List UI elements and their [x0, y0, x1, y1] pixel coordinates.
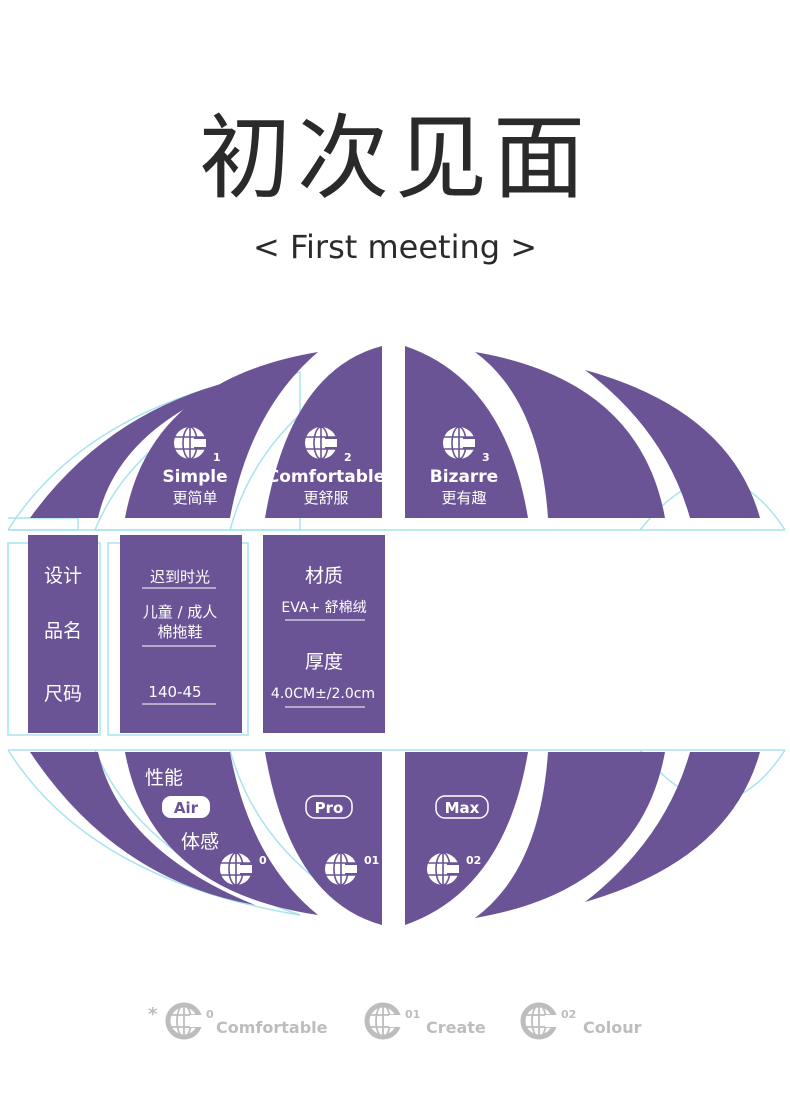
legend-text-2: Colour [583, 1018, 642, 1037]
performance-label: 性能 [145, 767, 183, 789]
legend-text-1: Create [426, 1018, 486, 1037]
top-segment-5 [475, 352, 665, 518]
spec-thickness-label: 厚度 [305, 651, 343, 673]
top-segment-2 [125, 352, 318, 518]
page-title: 初次见面 [198, 105, 591, 212]
page-subtitle: < First meeting > [252, 228, 538, 266]
spec-material-value: EVA+ 舒棉绒 [281, 599, 366, 616]
spec-size-value: 140-45 [148, 683, 201, 701]
feature-1-en: Simple [162, 467, 227, 487]
feature-2-cn: 更舒服 [303, 489, 348, 507]
legend-star: * [148, 1004, 158, 1025]
spec-thickness-value: 4.0CM±/2.0cm [271, 686, 375, 702]
legend-index-1: 01 [405, 1008, 420, 1021]
badge-max: Max [445, 799, 480, 817]
bottom-segment-3 [265, 752, 382, 925]
feature-1-index: 1 [213, 451, 221, 464]
spec-box-values [120, 535, 242, 733]
badge-max-bg [435, 795, 489, 819]
spec-name-line1: 儿童 / 成人 [143, 603, 218, 621]
perf-index-1: 01 [364, 854, 379, 867]
feature-1-cn: 更简单 [172, 489, 217, 507]
spec-material-label: 材质 [305, 565, 343, 587]
badge-pro-bg [305, 795, 353, 819]
legend-text-0: Comfortable [216, 1018, 328, 1037]
feel-label: 体感 [181, 831, 219, 853]
bottom-segment-2 [125, 752, 318, 915]
spec-box-labels [28, 535, 98, 733]
spec-label-size: 尺码 [44, 683, 82, 705]
spec-underlines [142, 587, 365, 708]
spec-box-material [263, 535, 385, 733]
perf-index-2: 02 [466, 854, 481, 867]
bottom-segments [30, 752, 760, 925]
c-logo-gray-icon [168, 1005, 204, 1037]
spec-label-name: 品名 [44, 620, 82, 642]
badge-air-bg [162, 796, 210, 818]
perf-index-0: 0 [259, 854, 267, 867]
top-segment-6 [585, 370, 760, 518]
bottom-segment-5 [475, 752, 665, 918]
badge-pro: Pro [315, 799, 344, 817]
c-logo-gray-icon [367, 1005, 403, 1037]
top-segment-1 [30, 374, 265, 518]
top-segments [30, 346, 760, 518]
feature-3-cn: 更有趣 [441, 489, 486, 507]
legend-index-2: 02 [561, 1008, 576, 1021]
bottom-segment-6 [585, 752, 760, 902]
spec-name-line2: 棉拖鞋 [157, 623, 202, 641]
bottom-segment-1 [30, 752, 255, 905]
badge-air: Air [174, 799, 199, 817]
feature-2-en: Comfortable [267, 467, 385, 487]
feature-3-en: Bizarre [430, 467, 498, 487]
c-logo-gray-icon [523, 1005, 559, 1037]
spec-label-design: 设计 [44, 565, 82, 587]
spec-design-value: 迟到时光 [150, 568, 210, 586]
feature-2-index: 2 [344, 451, 352, 464]
feature-3-index: 3 [482, 451, 490, 464]
legend-index-0: 0 [206, 1008, 214, 1021]
spec-boxes [28, 535, 385, 733]
